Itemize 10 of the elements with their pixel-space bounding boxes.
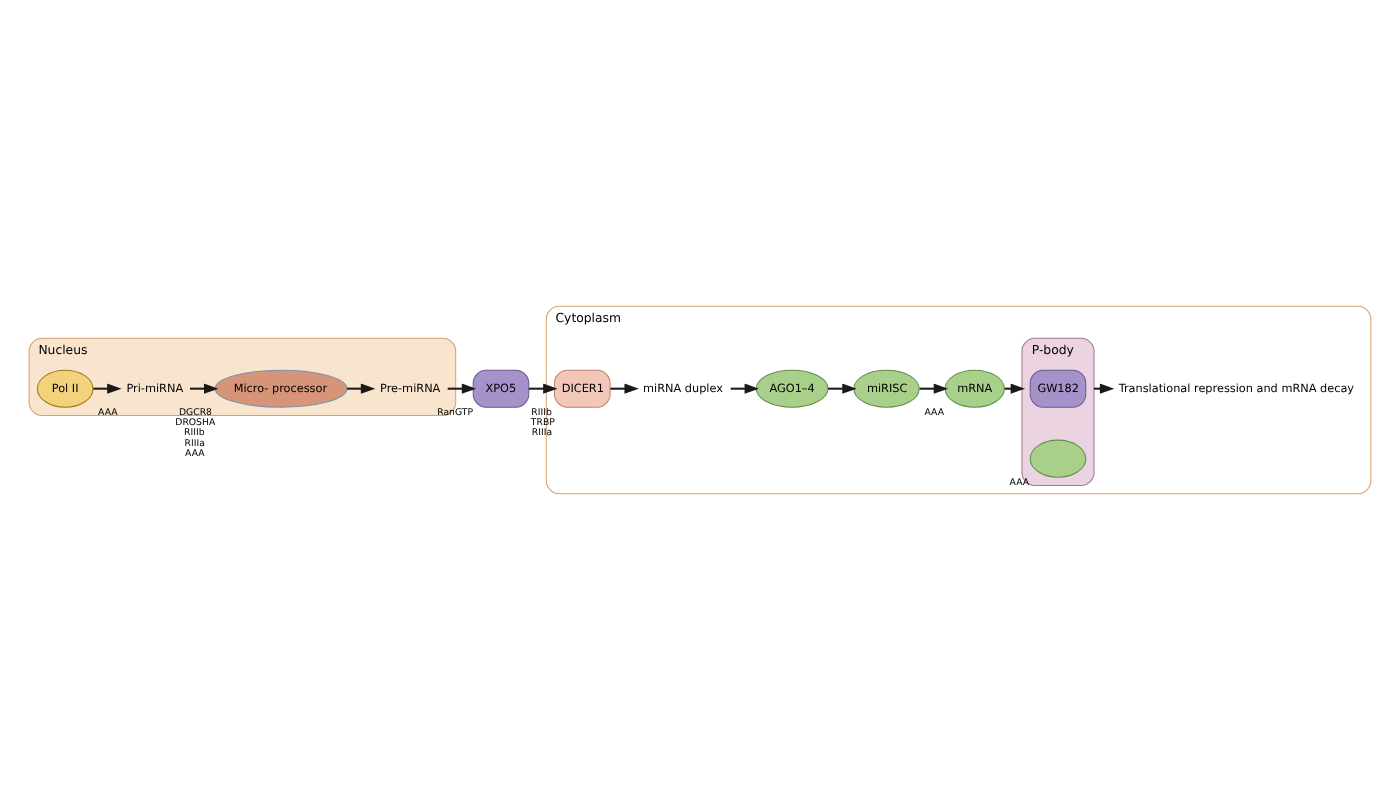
arrow [93,383,122,394]
arrow [346,383,376,394]
arrow [919,383,949,394]
arrow [447,383,477,394]
arrow [610,383,639,394]
node-ellipse [1029,439,1087,478]
arrow [190,383,219,394]
arrow [730,383,760,394]
arrow [528,383,558,394]
arrow [828,383,857,394]
